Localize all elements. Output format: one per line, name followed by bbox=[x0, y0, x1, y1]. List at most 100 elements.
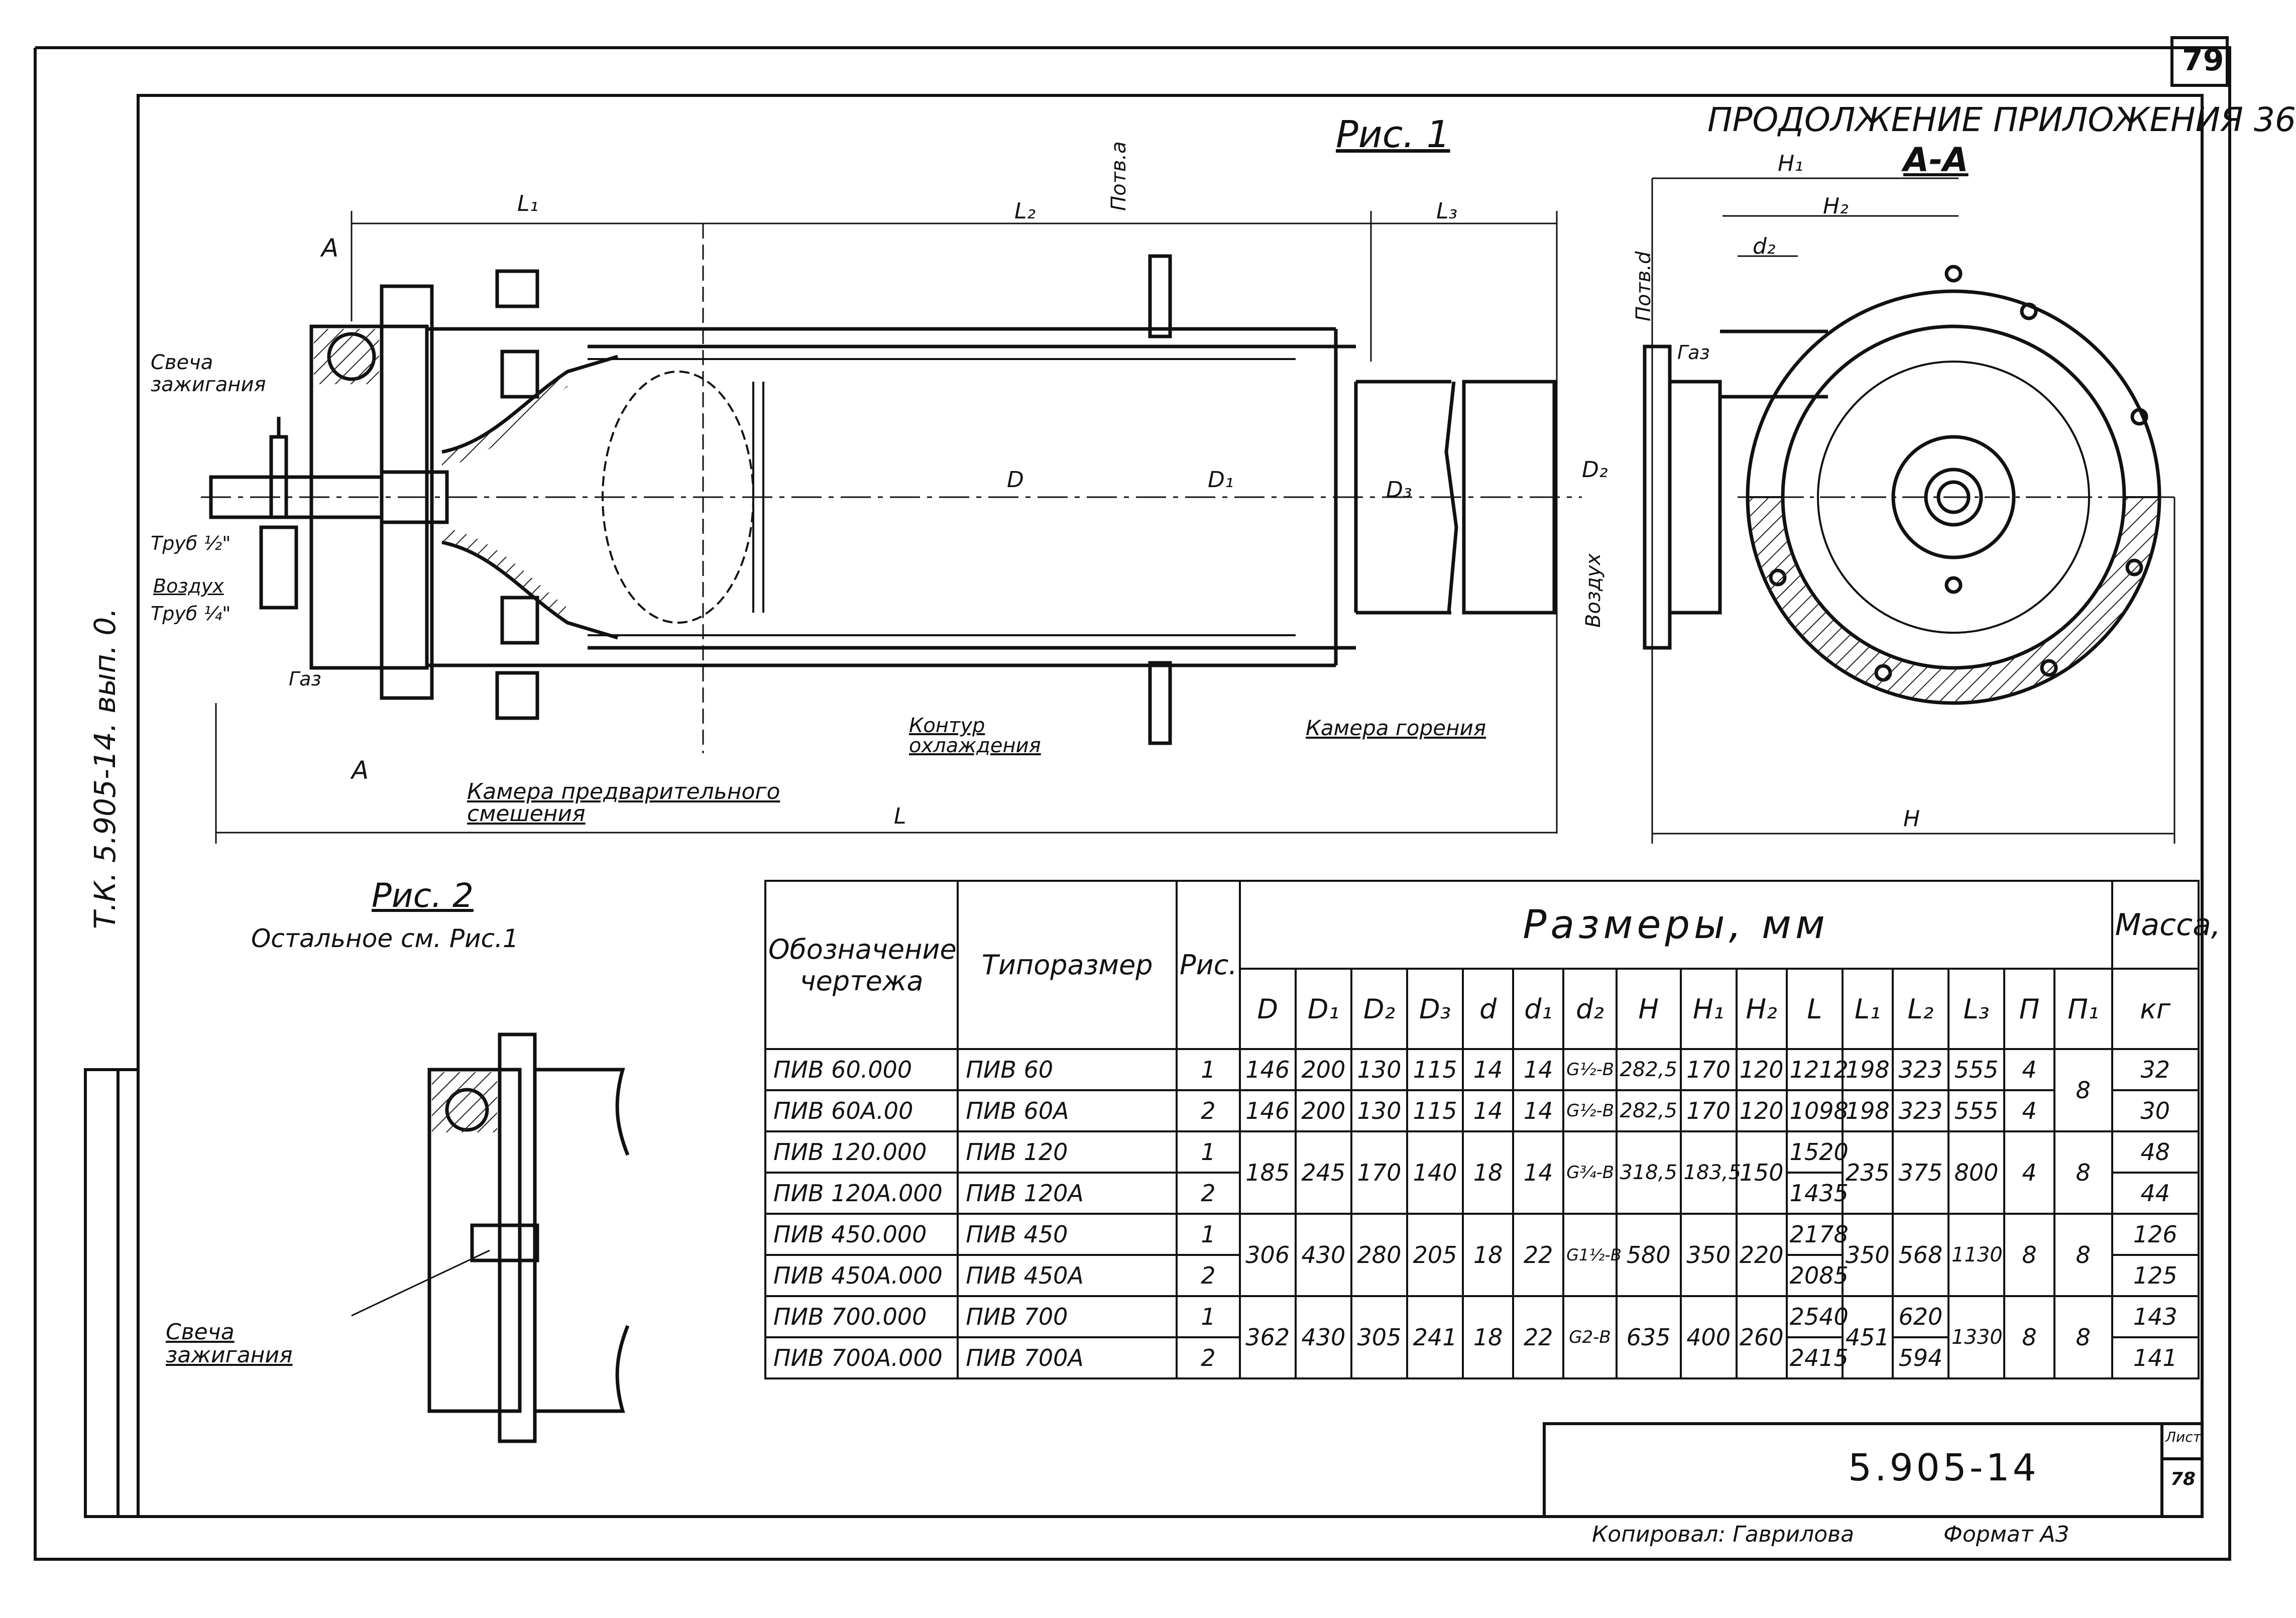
sheet-outer-frame bbox=[34, 46, 2231, 1561]
cell-P: 8 bbox=[2003, 1295, 2056, 1379]
cell-H1: 400 bbox=[1679, 1295, 1738, 1379]
cell-P: 8 bbox=[2003, 1213, 2056, 1297]
cell-L2: 594 bbox=[1891, 1336, 1949, 1379]
col-P1: П₁ bbox=[2053, 968, 2113, 1050]
list-number: 78 bbox=[2170, 1469, 2196, 1489]
cell-fig: 2 bbox=[1176, 1172, 1241, 1215]
cell-H2: 220 bbox=[1735, 1213, 1788, 1297]
binding-strip bbox=[84, 1068, 140, 1518]
col-H1: H₁ bbox=[1679, 968, 1738, 1050]
cell-d1: 22 bbox=[1512, 1213, 1565, 1297]
cell-H1: 170 bbox=[1679, 1048, 1738, 1091]
col-L: L bbox=[1785, 968, 1844, 1050]
cell-H1: 350 bbox=[1679, 1213, 1738, 1297]
label-port-d: Потв.d bbox=[1632, 251, 1655, 321]
dim-h2: H₂ bbox=[1823, 193, 1849, 219]
cell-L: 1098 bbox=[1785, 1089, 1849, 1132]
col-L3: L₃ bbox=[1947, 968, 2006, 1050]
col-d1: d₁ bbox=[1512, 968, 1565, 1050]
cell-H: 318,5 bbox=[1615, 1130, 1682, 1215]
cell-designation: ПИВ 120А.000 bbox=[764, 1172, 959, 1215]
section-title: А-А bbox=[1903, 141, 1969, 179]
cell-D1: 430 bbox=[1294, 1295, 1352, 1379]
cell-fig: 1 bbox=[1176, 1048, 1241, 1091]
cell-fig: 1 bbox=[1176, 1295, 1241, 1338]
cell-D1: 430 bbox=[1294, 1213, 1352, 1297]
col-P: П bbox=[2003, 968, 2056, 1050]
table-row: ПИВ 120.000 ПИВ 120 1 185 245 170 140 18… bbox=[764, 1130, 2200, 1215]
label-spark-plug: Свеча зажигания bbox=[151, 351, 266, 396]
fig2-view bbox=[351, 1032, 630, 1443]
cell-L: 1212 bbox=[1785, 1048, 1849, 1091]
cell-H: 635 bbox=[1615, 1295, 1682, 1379]
cell-P1: 8 bbox=[2053, 1130, 2113, 1215]
cell-H2: 120 bbox=[1735, 1089, 1788, 1132]
cell-L2: 323 bbox=[1891, 1048, 1949, 1091]
page-number-box bbox=[2170, 36, 2229, 87]
label-air: Воздух bbox=[153, 575, 224, 597]
cell-L2: 323 bbox=[1891, 1089, 1949, 1132]
cell-D1: 200 bbox=[1294, 1048, 1352, 1091]
cell-fig: 2 bbox=[1176, 1254, 1241, 1297]
cell-fig: 1 bbox=[1176, 1130, 1241, 1174]
fig1-title: Рис. 1 bbox=[1336, 113, 1450, 156]
list-label: Лист bbox=[2165, 1429, 2201, 1445]
cell-designation: ПИВ 120.000 bbox=[764, 1130, 959, 1174]
table-row: ПИВ 700А.000 ПИВ 700А 2 2415 594 141 bbox=[764, 1336, 2200, 1379]
col-L2: L₂ bbox=[1891, 968, 1949, 1050]
cell-mass: 143 bbox=[2111, 1295, 2200, 1338]
hdr-type: Типоразмер bbox=[957, 880, 1178, 1050]
page-number: 79 bbox=[2182, 43, 2224, 78]
col-D2: D₂ bbox=[1350, 968, 1409, 1050]
col-D1: D₁ bbox=[1294, 968, 1352, 1050]
cell-P1: 8 bbox=[2053, 1213, 2113, 1297]
dim-h1: H₁ bbox=[1778, 151, 1803, 176]
label-port-a: Потв.а bbox=[1107, 141, 1130, 211]
col-D3: D₃ bbox=[1406, 968, 1464, 1050]
size-header-row: D D₁ D₂ D₃ d d₁ d₂ H H₁ H₂ L L₁ L₂ L₃ П … bbox=[765, 968, 2200, 1050]
cell-L: 2415 bbox=[1785, 1336, 1849, 1379]
cell-D: 146 bbox=[1238, 1089, 1297, 1132]
table-row: ПИВ 120А.000 ПИВ 120А 2 1435 44 bbox=[764, 1172, 2200, 1215]
dim-l1: L₁ bbox=[517, 191, 539, 216]
cell-L: 2540 bbox=[1785, 1295, 1849, 1338]
cell-mass: 48 bbox=[2111, 1130, 2200, 1174]
cell-D3: 241 bbox=[1406, 1295, 1464, 1379]
label-premix-chamber: Камера предварительного смешения bbox=[467, 779, 780, 827]
hdr-fig: Рис. bbox=[1176, 880, 1241, 1050]
spec-table: Обозначение чертежа Типоразмер Рис. Разм… bbox=[764, 880, 2221, 1379]
cell-H1: 183,5 bbox=[1679, 1130, 1741, 1215]
cell-D1: 200 bbox=[1294, 1089, 1352, 1132]
cell-H: 282,5 bbox=[1615, 1048, 1682, 1091]
cell-type: ПИВ 120 bbox=[957, 1130, 1178, 1174]
cell-P1: 8 bbox=[2053, 1048, 2113, 1132]
section-mark-bottom: А bbox=[352, 756, 369, 785]
cell-designation: ПИВ 60А.00 bbox=[764, 1089, 959, 1132]
dim-l: L bbox=[894, 803, 906, 829]
label-pipe-half: Труб ½" bbox=[151, 532, 231, 554]
cell-d: 14 bbox=[1462, 1048, 1515, 1091]
cell-H2: 120 bbox=[1735, 1048, 1788, 1091]
label-gas: Газ bbox=[289, 668, 321, 690]
cell-designation: ПИВ 700А.000 bbox=[764, 1336, 959, 1379]
cell-d1: 14 bbox=[1512, 1089, 1565, 1132]
col-L1: L₁ bbox=[1841, 968, 1894, 1050]
cell-d2: G½-B bbox=[1562, 1048, 1618, 1091]
cell-D2: 280 bbox=[1350, 1213, 1409, 1297]
cell-designation: ПИВ 450.000 bbox=[764, 1213, 959, 1256]
cell-d2: G1½-B bbox=[1562, 1213, 1622, 1297]
fig1-side-view bbox=[201, 211, 1582, 844]
cell-mass: 125 bbox=[2111, 1254, 2200, 1297]
cell-D3: 115 bbox=[1406, 1089, 1464, 1132]
cell-P1: 8 bbox=[2053, 1295, 2113, 1379]
cell-L: 2085 bbox=[1785, 1254, 1849, 1297]
format-label: Формат А3 bbox=[1943, 1522, 2070, 1547]
col-D: D bbox=[1238, 968, 1297, 1050]
stamp-code: 5.905-14 bbox=[1848, 1446, 2039, 1489]
cell-D2: 130 bbox=[1350, 1048, 1409, 1091]
dim-l3: L₃ bbox=[1436, 198, 1458, 224]
section-aa-view bbox=[1643, 177, 2179, 844]
cell-P: 4 bbox=[2003, 1048, 2056, 1091]
cell-H: 580 bbox=[1615, 1213, 1682, 1297]
